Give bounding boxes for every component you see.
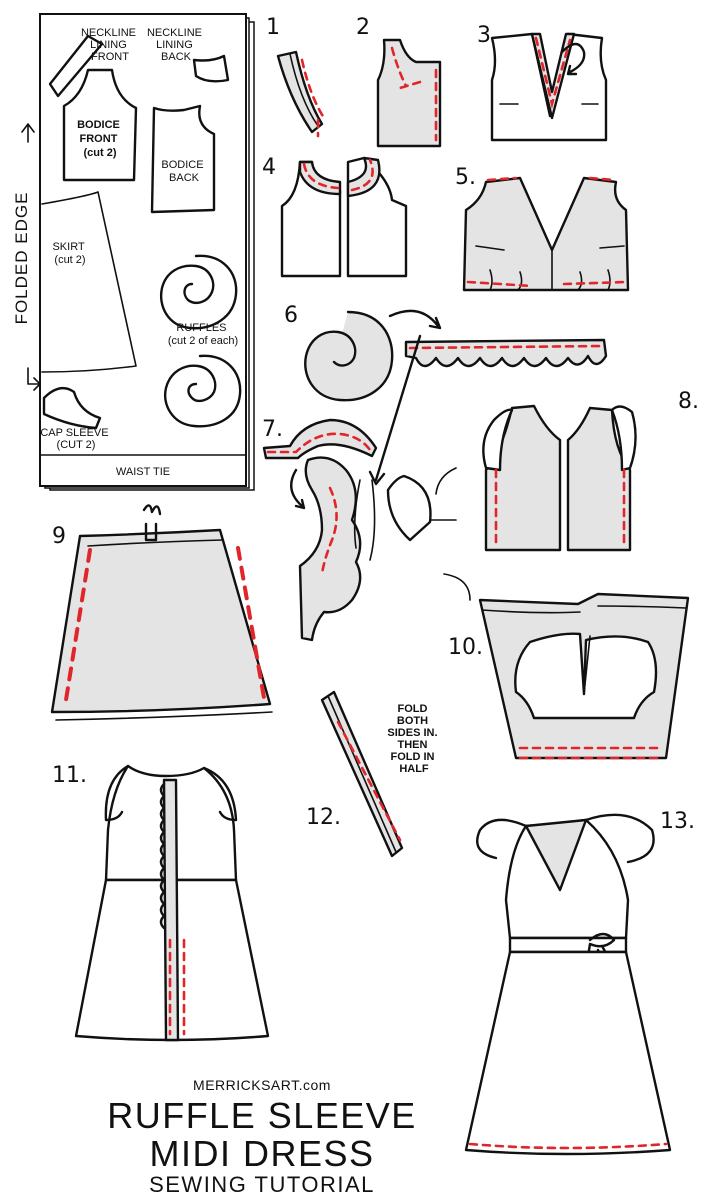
svg-text:FOLDED EDGE: FOLDED EDGE <box>12 192 31 325</box>
waist-tie-label: WAIST TIE <box>116 466 170 478</box>
step-4: 4 <box>262 155 408 278</box>
step-6: 6 <box>284 303 608 402</box>
ruffles-label: RUFFLES (cut 2 of each) <box>168 322 238 347</box>
step-number: 11. <box>52 763 87 788</box>
bodice-front-label: BODICE FRONT (cut 2) <box>77 119 123 159</box>
step-13: 13. <box>464 809 695 1156</box>
step12-note: FOLD BOTH SIDES IN. THEN FOLD IN HALF <box>387 703 440 775</box>
step-number: 8. <box>678 389 699 414</box>
step-12: 12. FOLD BOTH SIDES IN. THEN FOLD IN HAL… <box>306 690 440 858</box>
neckline-front-label: NECKLINE LINING FRONT <box>81 27 139 63</box>
ruffle-pieces: RUFFLES (cut 2 of each) <box>159 254 242 428</box>
subtitle: SEWING TUTORIAL <box>149 1172 375 1197</box>
cap-sleeve-label: CAP SLEEVE (CUT 2) <box>40 427 111 451</box>
neckline-lining-back-piece: NECKLINE LINING BACK <box>147 27 230 83</box>
neckline-lining-front-piece: NECKLINE LINING FRONT <box>48 27 139 98</box>
cap-sleeve-piece: CAP SLEEVE (CUT 2) <box>40 386 111 451</box>
skirt-label: SKIRT (cut 2) <box>52 241 87 266</box>
title-line-1: RUFFLE SLEEVE <box>107 1095 417 1136</box>
bodice-back-piece: BODICE BACK <box>150 104 216 214</box>
step-number: 1 <box>266 15 280 40</box>
step-11: 11. <box>52 763 270 1042</box>
folded-edge-label: FOLDED EDGE <box>12 123 41 391</box>
step-number: 9 <box>52 524 66 549</box>
step-number: 12. <box>306 805 341 830</box>
step-3: 3. <box>477 23 608 142</box>
title-line-2: MIDI DRESS <box>149 1133 374 1174</box>
step-9: 9 <box>50 504 273 721</box>
step-7: 7. <box>262 334 471 642</box>
step-number: 2 <box>356 15 370 40</box>
step-number: 7. <box>262 417 283 442</box>
footer-title-block: MERRICKSART.com RUFFLE SLEEVE MIDI DRESS… <box>107 1077 417 1197</box>
step-number: 6 <box>284 303 298 328</box>
bodice-front-piece: BODICE FRONT (cut 2) <box>62 68 138 182</box>
step-number: 4 <box>262 155 276 180</box>
step-1: 1 <box>266 15 326 138</box>
step-10: 10. <box>448 592 690 760</box>
step-number: 5. <box>455 165 476 190</box>
step-8: 8. <box>482 389 699 552</box>
step-number: 13. <box>660 809 695 834</box>
step-number: 10. <box>448 635 483 660</box>
bodice-back-label: BODICE BACK <box>161 159 206 184</box>
skirt-piece: SKIRT (cut 2) <box>41 191 137 373</box>
step-5: 5. <box>455 165 630 292</box>
step-2: 2 <box>356 15 442 148</box>
website-credit: MERRICKSART.com <box>193 1077 331 1093</box>
neckline-back-label: NECKLINE LINING BACK <box>147 27 205 63</box>
